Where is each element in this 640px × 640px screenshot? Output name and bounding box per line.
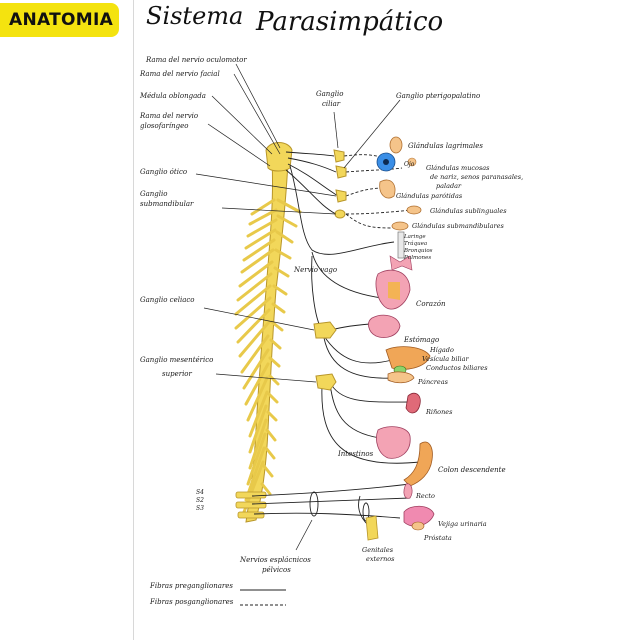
otic-ganglion <box>335 189 347 203</box>
label-mesenterico-2: superior <box>162 370 193 378</box>
label-lagrimales: Glándulas lagrimales <box>408 142 483 150</box>
label-intestinos: Intestinos <box>337 450 374 458</box>
label-bronquios: Bronquios <box>403 248 433 254</box>
lacrimal-gland <box>389 136 403 154</box>
pterygopalatine-ganglion <box>335 165 347 179</box>
badge-label: ANATOMIA <box>9 10 114 30</box>
label-genitales-1: Genitales <box>362 546 394 554</box>
leader-lines <box>195 63 401 551</box>
label-glosofaringeo-1: Rama del nervio <box>139 112 198 120</box>
label-prostata: Próstata <box>423 534 452 542</box>
superior-mesenteric-ganglion <box>315 373 337 391</box>
label-submandibular-2: submandibular <box>140 200 194 208</box>
nose-gland <box>407 157 417 167</box>
pelvic-ganglion <box>309 491 319 517</box>
label-facial: Rama del nervio facial <box>139 70 220 78</box>
pupil-icon <box>383 159 389 165</box>
label-mucosas-1: Glándulas mucosas <box>426 164 490 172</box>
label-vesicula: Vesícula biliar <box>422 355 469 363</box>
label-pulmones: Pulmones <box>403 255 431 261</box>
label-s3: S3 <box>196 505 204 512</box>
label-recto: Recto <box>415 492 435 500</box>
label-medula: Médula oblongada <box>139 92 206 100</box>
descending-colon <box>403 441 433 487</box>
abdominal-ganglia <box>313 321 337 391</box>
trachea <box>397 231 405 259</box>
label-nervios-1: Nervios esplácnicos <box>239 556 311 564</box>
label-sublinguales: Glándulas sublinguales <box>430 207 507 215</box>
label-ojo: Ojo <box>404 161 415 168</box>
label-traquea: Tráquea <box>404 240 427 247</box>
celiac-ganglion <box>313 321 337 339</box>
head-ganglia <box>333 149 347 219</box>
legend-post-label: Fibras posganglionares <box>149 598 234 606</box>
label-otico: Ganglio ótico <box>140 168 187 176</box>
label-genitales-2: externos <box>366 555 395 563</box>
spinal-nerve-branches <box>234 198 302 514</box>
label-mucosas-3: paladar <box>436 182 462 190</box>
ciliary-ganglion <box>333 149 345 163</box>
legend: Fibras preganglionares Fibras posganglio… <box>149 582 286 606</box>
legend-pre-label: Fibras preganglionares <box>149 582 233 590</box>
anatomia-badge: ANATOMIA <box>0 3 119 37</box>
label-rinones: Riñones <box>425 408 453 416</box>
label-estomago: Estómago <box>403 336 439 344</box>
label-ciliar-2: ciliar <box>322 100 341 108</box>
label-glosofaringeo-2: glosofaríngeo <box>140 122 188 130</box>
label-pancreas: Páncreas <box>417 378 449 386</box>
label-s2: S2 <box>196 497 204 504</box>
label-ciliar-1: Ganglio <box>316 90 343 98</box>
label-s4: S4 <box>196 489 204 496</box>
label-pterigopalatino: Ganglio pterigopalatino <box>396 92 480 100</box>
label-vejiga: Vejiga urinaria <box>438 520 487 528</box>
rectum <box>403 483 413 499</box>
kidney <box>405 392 421 414</box>
external-genitalia <box>365 515 379 541</box>
organs <box>365 136 435 541</box>
notebook-page <box>133 0 640 640</box>
label-oculomotor: Rama del nervio oculomotor <box>145 56 247 64</box>
title-word-2: Parasimpático <box>255 7 443 37</box>
label-colon: Colon descendente <box>438 466 506 474</box>
label-corazon: Corazón <box>416 300 446 308</box>
pancreas <box>387 371 415 384</box>
stomach <box>368 314 401 338</box>
label-laringe: Laringe <box>403 234 426 240</box>
label-parotidas: Glándulas parótidas <box>396 192 463 200</box>
parotid-gland <box>379 179 396 199</box>
label-mucosas-2: de nariz, senos paranasales, <box>430 173 523 181</box>
label-mesenterico-1: Ganglio mesentérico <box>140 356 213 364</box>
heart-detail <box>388 282 400 300</box>
submandibular-gland <box>391 221 409 231</box>
prostate <box>411 521 425 531</box>
intestines <box>376 426 411 459</box>
label-submandibular-1: Ganglio <box>140 190 167 198</box>
label-submandibulares: Glándulas submandibulares <box>412 222 504 230</box>
urinary-bladder <box>403 505 435 527</box>
label-conductos: Conductos biliares <box>426 364 488 372</box>
label-nervios-2: pélvicos <box>262 566 291 574</box>
sublingual-gland <box>406 205 422 215</box>
title-word-1: Sistema <box>146 2 243 30</box>
label-nervio-vago: Nervio vago <box>293 266 337 274</box>
submandibular-ganglion <box>334 209 346 219</box>
label-celiaco: Ganglio celiaco <box>140 296 195 304</box>
label-higado: Hígado <box>429 346 454 354</box>
